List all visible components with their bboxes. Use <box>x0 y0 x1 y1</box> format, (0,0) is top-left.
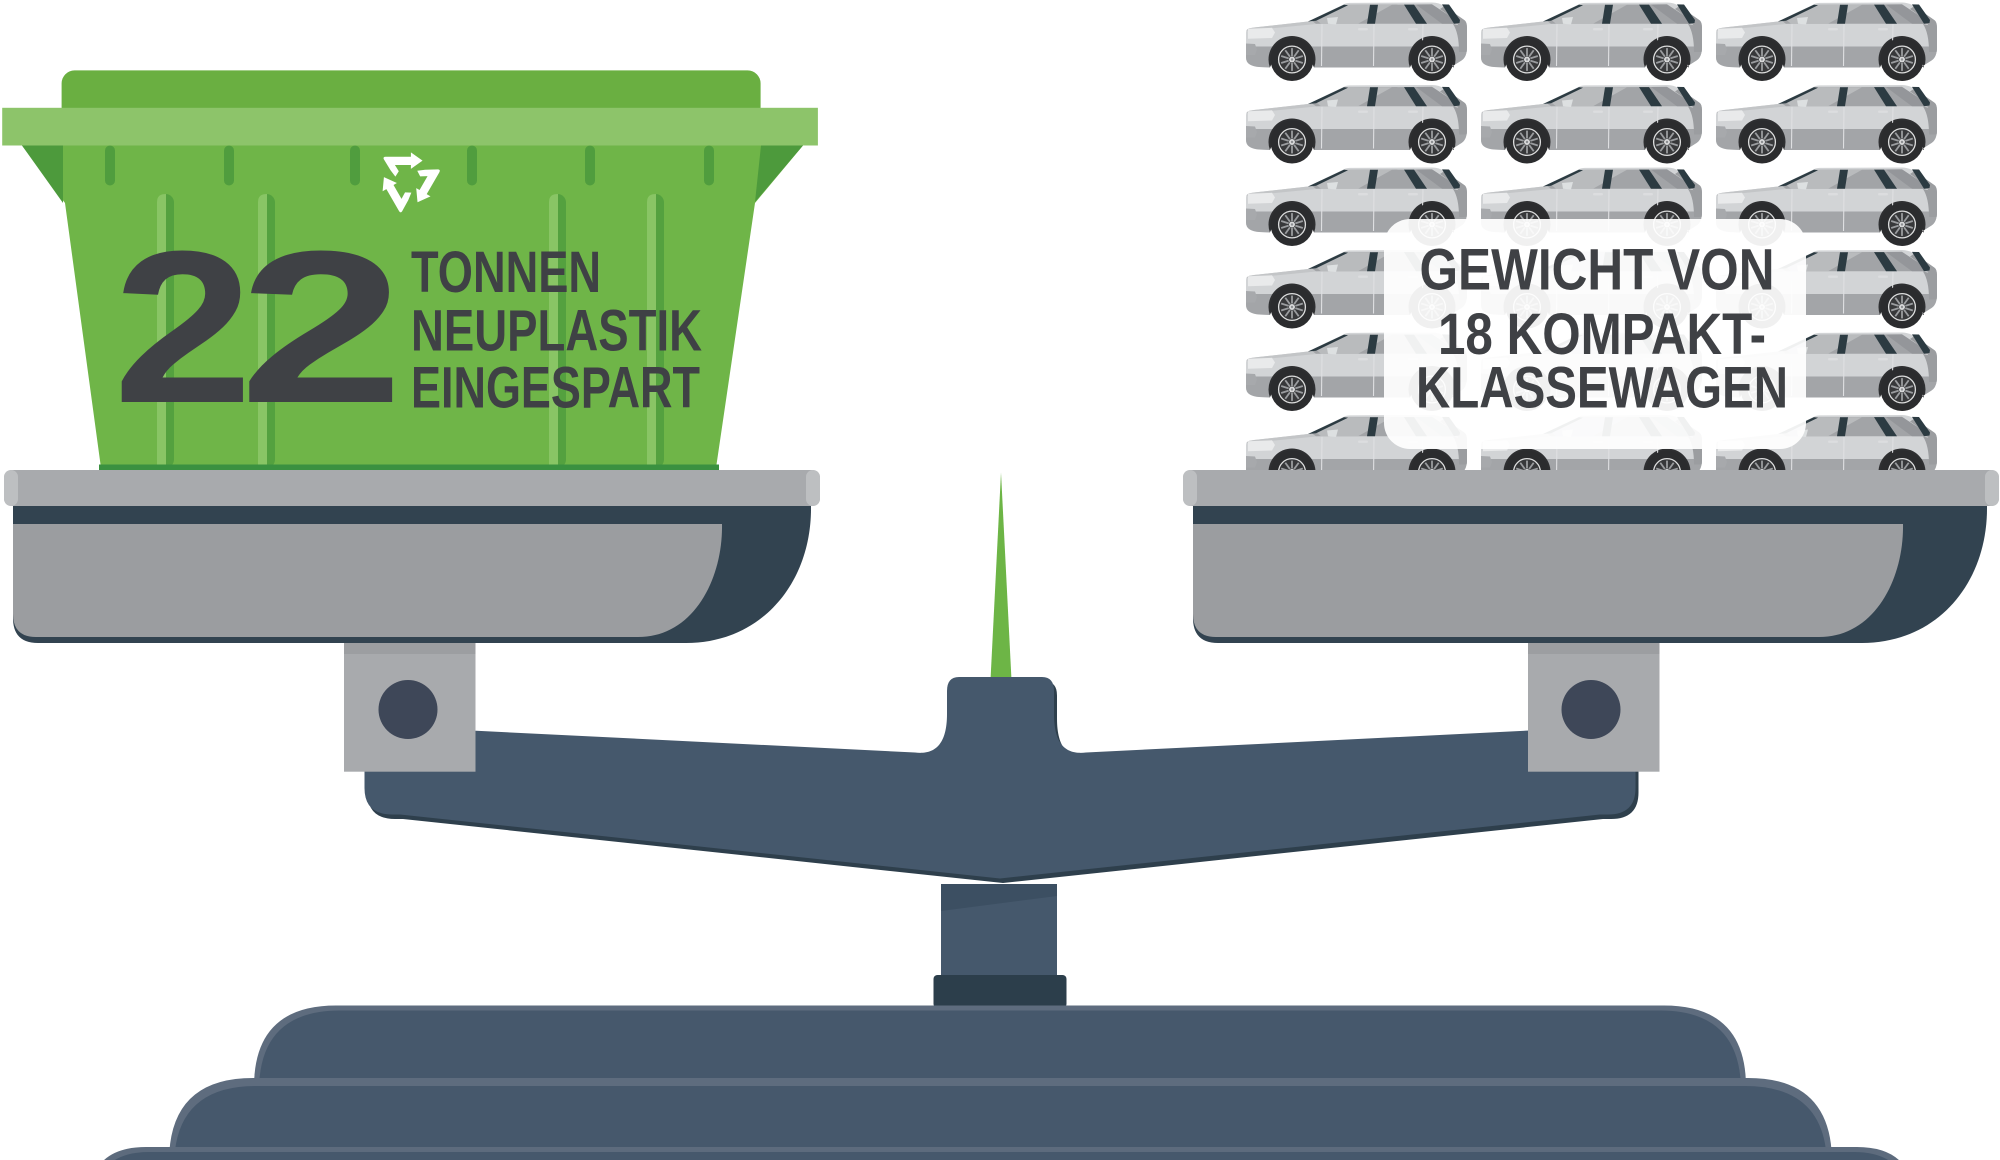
svg-text:NEUPLASTIK: NEUPLASTIK <box>411 299 702 364</box>
svg-text:2: 2 <box>239 206 404 448</box>
svg-text:2: 2 <box>113 206 253 448</box>
svg-text:TONNEN: TONNEN <box>411 240 601 305</box>
svg-text:EINGESPART: EINGESPART <box>411 355 700 420</box>
svg-text:KLASSEWAGEN: KLASSEWAGEN <box>1416 356 1788 421</box>
svg-text:GEWICHT VON: GEWICHT VON <box>1420 237 1775 302</box>
svg-text:18 KOMPAKT-: 18 KOMPAKT- <box>1438 302 1766 367</box>
